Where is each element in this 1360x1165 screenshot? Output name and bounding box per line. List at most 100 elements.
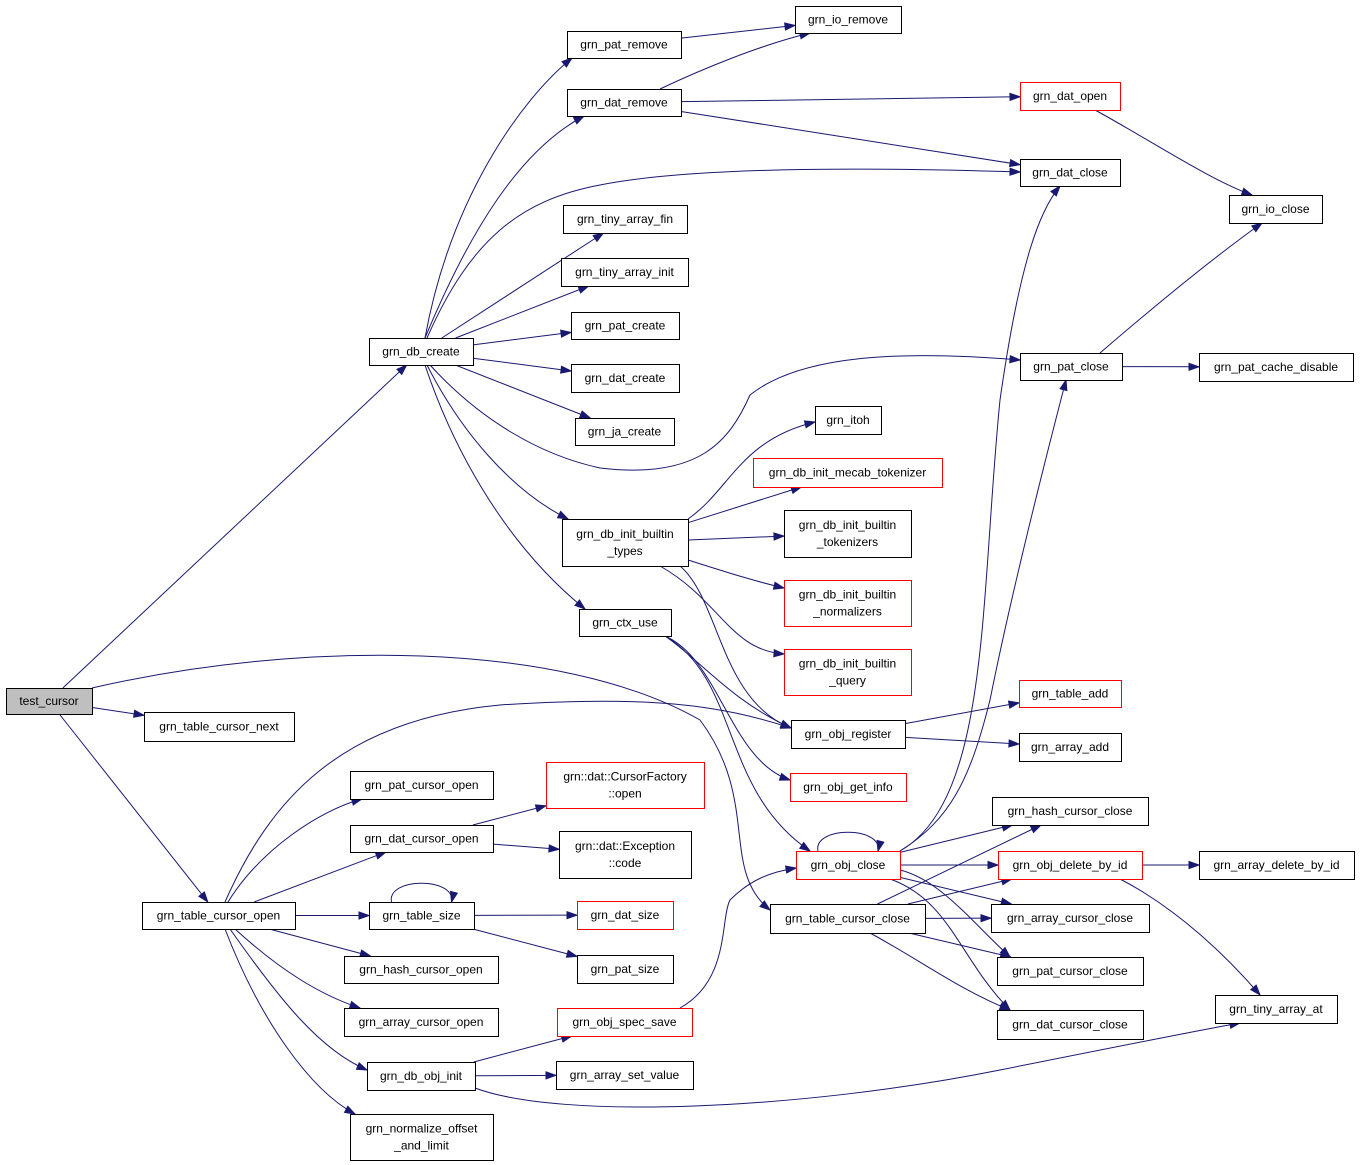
node-box[interactable] <box>350 1114 494 1161</box>
node-grn_tiny_array_at[interactable]: grn_tiny_array_at <box>1215 995 1338 1024</box>
node-box[interactable] <box>1019 680 1122 708</box>
node-grn_array_cursor_close[interactable]: grn_array_cursor_close <box>991 904 1150 933</box>
node-box[interactable] <box>1199 353 1354 382</box>
node-grn_array_delete_by_id[interactable]: grn_array_delete_by_id <box>1199 851 1355 880</box>
node-box[interactable] <box>571 364 680 393</box>
node-grn_normalize_offset_and_limit[interactable]: grn_normalize_offset_and_limit <box>350 1114 494 1161</box>
node-box[interactable] <box>992 797 1149 826</box>
node-grn_obj_delete_by_id[interactable]: grn_obj_delete_by_id <box>998 851 1143 880</box>
node-box[interactable] <box>367 1062 476 1091</box>
node-box[interactable] <box>567 31 682 59</box>
node-box[interactable] <box>579 609 672 637</box>
node-box[interactable] <box>753 458 943 488</box>
node-test_cursor[interactable]: test_cursor <box>6 688 93 715</box>
node-grn_dat_close[interactable]: grn_dat_close <box>1020 159 1121 187</box>
node-box[interactable] <box>1199 851 1355 880</box>
node-box[interactable] <box>784 580 912 627</box>
node-grn_dat_cursor_close[interactable]: grn_dat_cursor_close <box>997 1010 1144 1040</box>
node-grn_db_obj_init[interactable]: grn_db_obj_init <box>367 1062 476 1091</box>
node-grn_pat_create[interactable]: grn_pat_create <box>571 312 680 340</box>
node-box[interactable] <box>997 1010 1144 1040</box>
node-grn_dat_create[interactable]: grn_dat_create <box>571 364 680 393</box>
node-box[interactable] <box>369 902 475 930</box>
node-box[interactable] <box>567 89 682 117</box>
node-box[interactable] <box>559 831 692 879</box>
node-box[interactable] <box>791 720 906 749</box>
node-box[interactable] <box>562 519 689 567</box>
node-grn_array_add[interactable]: grn_array_add <box>1019 733 1122 762</box>
node-grn_table_add[interactable]: grn_table_add <box>1019 680 1122 708</box>
node-box[interactable] <box>575 418 675 446</box>
node-grn_db_init_builtin_query[interactable]: grn_db_init_builtin_query <box>784 649 912 696</box>
node-box[interactable] <box>561 258 689 287</box>
node-box[interactable] <box>1020 353 1123 381</box>
node-grn_pat_remove[interactable]: grn_pat_remove <box>567 31 682 59</box>
node-grn_obj_spec_save[interactable]: grn_obj_spec_save <box>557 1008 693 1037</box>
node-box[interactable] <box>577 955 674 984</box>
node-box[interactable] <box>997 957 1144 986</box>
node-box[interactable] <box>1215 995 1338 1024</box>
node-box[interactable] <box>556 1061 694 1090</box>
node-grn_pat_size[interactable]: grn_pat_size <box>577 955 674 984</box>
node-box[interactable] <box>1229 195 1323 224</box>
node-grn_pat_cursor_open[interactable]: grn_pat_cursor_open <box>350 771 494 800</box>
node-box[interactable] <box>144 712 295 742</box>
node-grn_ja_create[interactable]: grn_ja_create <box>575 418 675 446</box>
node-grn_dat_size[interactable]: grn_dat_size <box>577 901 674 930</box>
node-grn_obj_register[interactable]: grn_obj_register <box>791 720 906 749</box>
node-box[interactable] <box>369 338 474 366</box>
node-grn_array_set_value[interactable]: grn_array_set_value <box>556 1061 694 1090</box>
node-box[interactable] <box>795 6 902 34</box>
node-box[interactable] <box>1019 733 1122 762</box>
node-grn_obj_close[interactable]: grn_obj_close <box>796 851 901 880</box>
node-grn_pat_cache_disable[interactable]: grn_pat_cache_disable <box>1199 353 1354 382</box>
node-box[interactable] <box>344 1008 499 1037</box>
node-grn_table_cursor_close[interactable]: grn_table_cursor_close <box>770 904 926 934</box>
node-grn_ctx_use[interactable]: grn_ctx_use <box>579 609 672 637</box>
node-grn_table_cursor_next[interactable]: grn_table_cursor_next <box>144 712 295 742</box>
node-grn_hash_cursor_open[interactable]: grn_hash_cursor_open <box>344 956 499 984</box>
node-grn_db_create[interactable]: grn_db_create <box>369 338 474 366</box>
node-grn_db_init_builtin_tokenizers[interactable]: grn_db_init_builtin_tokenizers <box>784 510 912 558</box>
node-grn_itoh[interactable]: grn_itoh <box>815 406 882 435</box>
node-grn_dat_cursor_open[interactable]: grn_dat_cursor_open <box>350 825 494 853</box>
node-box[interactable] <box>344 956 499 984</box>
node-box[interactable] <box>784 510 912 558</box>
node-box[interactable] <box>571 312 680 340</box>
node-box[interactable] <box>790 773 907 802</box>
node-box[interactable] <box>142 902 296 930</box>
node-grn_db_init_builtin_types[interactable]: grn_db_init_builtin_types <box>562 519 689 567</box>
node-box[interactable] <box>770 904 926 934</box>
node-box[interactable] <box>350 771 494 800</box>
node-grn_io_remove[interactable]: grn_io_remove <box>795 6 902 34</box>
node-grn_dat_remove[interactable]: grn_dat_remove <box>567 89 682 117</box>
node-box[interactable] <box>784 649 912 696</box>
node-box[interactable] <box>6 688 93 715</box>
node-grn_pat_close[interactable]: grn_pat_close <box>1020 353 1123 381</box>
node-grn_hash_cursor_close[interactable]: grn_hash_cursor_close <box>992 797 1149 826</box>
node-grn_array_cursor_open[interactable]: grn_array_cursor_open <box>344 1008 499 1037</box>
node-box[interactable] <box>563 205 688 234</box>
node-box[interactable] <box>577 901 674 930</box>
node-box[interactable] <box>991 904 1150 933</box>
node-grn_pat_cursor_close[interactable]: grn_pat_cursor_close <box>997 957 1144 986</box>
node-box[interactable] <box>350 825 494 853</box>
node-box[interactable] <box>815 406 882 435</box>
node-grn_table_cursor_open[interactable]: grn_table_cursor_open <box>142 902 296 930</box>
node-grn_db_init_builtin_normalizers[interactable]: grn_db_init_builtin_normalizers <box>784 580 912 627</box>
node-box[interactable] <box>796 851 901 880</box>
node-grn_tiny_array_init[interactable]: grn_tiny_array_init <box>561 258 689 287</box>
node-grn_io_close[interactable]: grn_io_close <box>1229 195 1323 224</box>
node-grn_db_init_mecab_tokenizer[interactable]: grn_db_init_mecab_tokenizer <box>753 458 943 488</box>
node-grn_table_size[interactable]: grn_table_size <box>369 902 475 930</box>
node-grn_dat_cursorfactory_open[interactable]: grn::dat::CursorFactory::open <box>546 762 705 809</box>
node-grn_tiny_array_fin[interactable]: grn_tiny_array_fin <box>563 205 688 234</box>
node-grn_dat_exception_code[interactable]: grn::dat::Exception::code <box>559 831 692 879</box>
node-box[interactable] <box>557 1008 693 1037</box>
node-grn_obj_get_info[interactable]: grn_obj_get_info <box>790 773 907 802</box>
node-box[interactable] <box>1020 159 1121 187</box>
node-box[interactable] <box>546 762 705 809</box>
node-grn_dat_open[interactable]: grn_dat_open <box>1020 82 1121 111</box>
node-box[interactable] <box>998 851 1143 880</box>
node-box[interactable] <box>1020 82 1121 111</box>
